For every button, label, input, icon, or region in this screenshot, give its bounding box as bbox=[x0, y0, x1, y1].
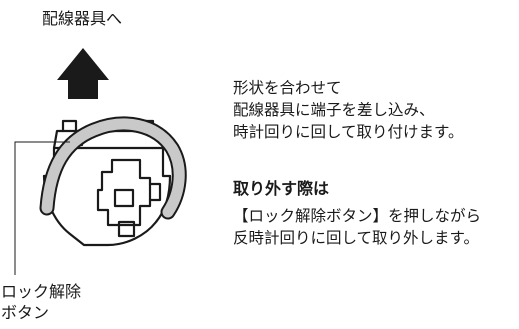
mount-instruction-line-3: 時計回りに回して取り付けます。 bbox=[233, 123, 464, 141]
direction-label: 配線器具へ bbox=[42, 9, 123, 28]
mount-instruction-line-2: 配線器具に端子を差し込み、 bbox=[233, 101, 435, 119]
cable-fill bbox=[41, 118, 185, 218]
connector-plug-slot bbox=[117, 220, 136, 238]
arrow-up-icon bbox=[57, 48, 109, 99]
mount-instruction: 形状を合わせて 配線器具に端子を差し込み、 時計回りに回して取り付けます。 bbox=[233, 77, 464, 143]
connector-notch bbox=[148, 182, 162, 202]
connector-tab-left bbox=[61, 119, 78, 133]
removal-instruction-line-2: 反時計回りに回して取り外します。 bbox=[233, 229, 479, 247]
lock-release-label-line-1: ロック解除 bbox=[1, 282, 82, 301]
removal-instruction-line-1: 【ロック解除ボタン】を押しながら bbox=[233, 207, 482, 225]
removal-instruction: 【ロック解除ボタン】を押しながら 反時計回りに回して取り外します。 bbox=[233, 205, 481, 249]
mount-instruction-line-1: 形状を合わせて bbox=[233, 79, 342, 97]
connector-part-icon bbox=[42, 119, 172, 247]
connector-plug-outer bbox=[96, 158, 152, 227]
connector-plug-inner bbox=[113, 188, 135, 208]
connector-body-right bbox=[161, 146, 172, 178]
removal-heading: 取り外す際は bbox=[233, 179, 330, 198]
lock-release-label-line-2: ボタン bbox=[1, 303, 50, 322]
leader-line bbox=[14, 141, 70, 275]
lock-release-button-label: ロック解除 ボタン bbox=[1, 281, 81, 323]
